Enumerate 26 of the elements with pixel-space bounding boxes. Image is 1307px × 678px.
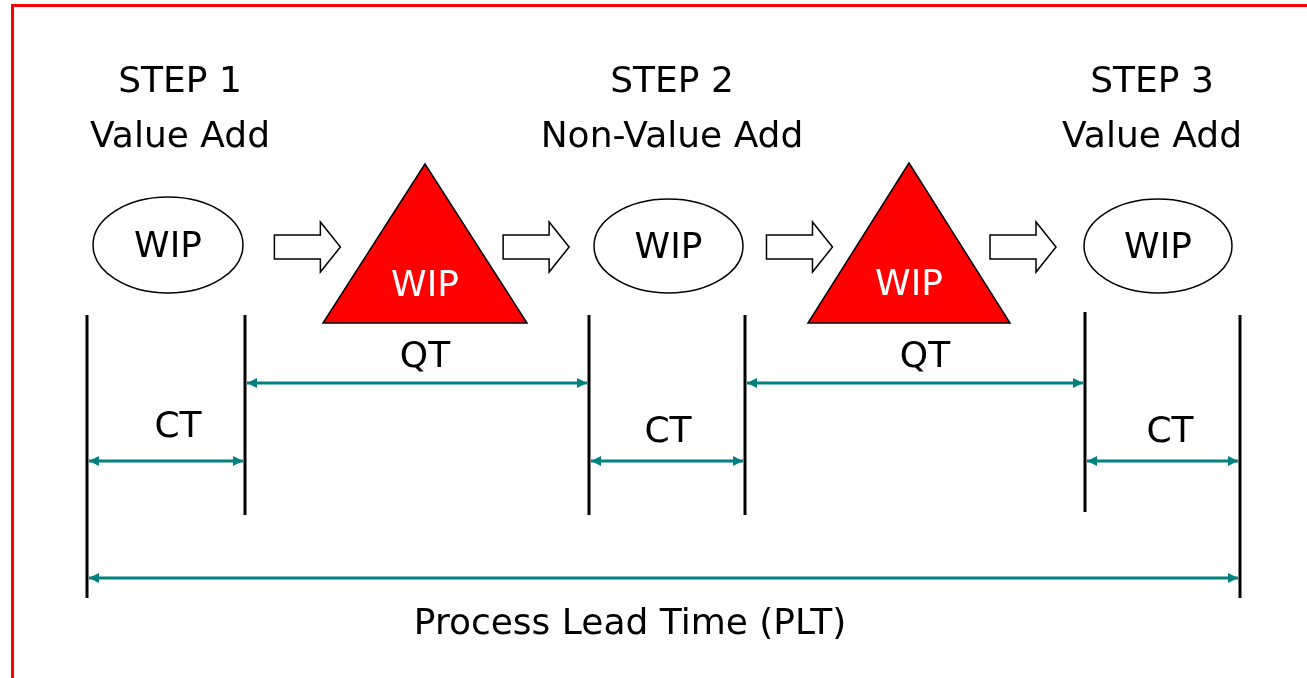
dimension-label: CT <box>644 410 692 450</box>
dimension-label: CT <box>1146 410 1194 450</box>
block-arrow <box>502 219 571 275</box>
block-arrow <box>765 219 834 275</box>
node-label: WIP <box>1124 228 1192 264</box>
queue-triangle <box>323 164 527 323</box>
block-arrow <box>989 219 1057 275</box>
step-heading: STEP 3 <box>1090 60 1214 100</box>
block-arrow <box>273 219 342 275</box>
process-circle <box>1084 199 1232 293</box>
dimension-label: QT <box>399 335 451 375</box>
node-label: WIP <box>134 227 202 263</box>
dimension-label: QT <box>899 335 951 375</box>
process-circle <box>594 199 743 293</box>
node-label: WIP <box>634 228 703 264</box>
dimension-label: CT <box>154 405 202 445</box>
dimension-label: Process Lead Time (PLT) <box>413 602 847 642</box>
node-label: WIP <box>875 265 943 301</box>
process-circle <box>93 197 243 293</box>
step-heading: STEP 1 <box>118 60 242 100</box>
step-heading: STEP 2 <box>610 60 734 100</box>
step-heading: Non-Value Add <box>540 115 804 155</box>
node-label: WIP <box>391 265 459 302</box>
step-heading: Value Add <box>1062 115 1242 155</box>
step-heading: Value Add <box>90 115 270 155</box>
queue-triangle <box>808 163 1010 323</box>
